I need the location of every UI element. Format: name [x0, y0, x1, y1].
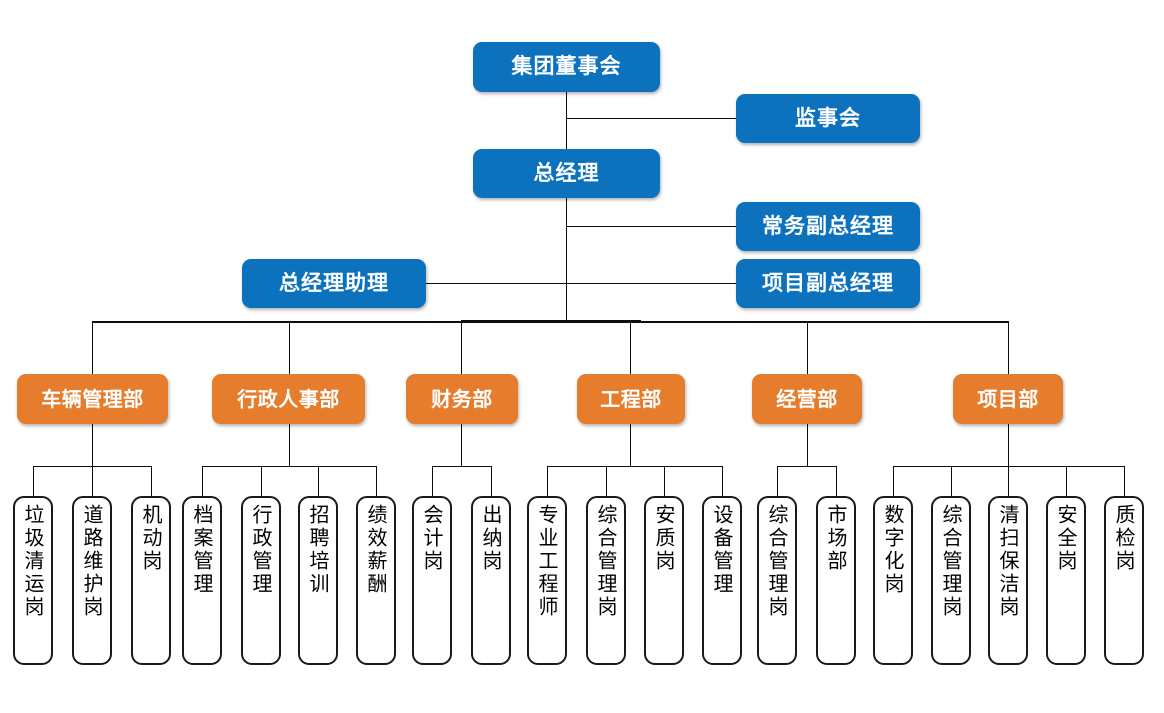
connector-leaf-1-1 [33, 466, 34, 497]
node-department-vehicle-management[interactable]: 车辆管理部 [17, 374, 168, 424]
node-department-admin-hr[interactable]: 行政人事部 [212, 374, 365, 424]
connector-gm-to-assistant [426, 283, 567, 284]
node-position-safety[interactable]: 安全岗 [1046, 496, 1086, 665]
connector-leaf-5-2 [836, 466, 837, 497]
connector-gm-down [566, 198, 567, 321]
connector-bus-to-dept-6 [1008, 321, 1009, 374]
connector-bus-to-dept-5 [807, 321, 808, 374]
connector-leaf-2-3 [318, 466, 319, 497]
node-position-equipment-management[interactable]: 设备管理 [702, 496, 742, 665]
node-position-marketing[interactable]: 市场部 [816, 496, 856, 665]
node-position-operations-general-management[interactable]: 综合管理岗 [757, 496, 797, 665]
connector-board-to-gm [566, 92, 567, 174]
connector-leaf-2-1 [202, 466, 203, 497]
node-gm-assistant[interactable]: 总经理助理 [242, 259, 426, 308]
connector-leaf-4-4 [722, 466, 723, 497]
connector-gm-to-exec-deputy [566, 226, 737, 227]
connector-leaf-6-4 [1066, 466, 1067, 497]
node-position-project-general-management[interactable]: 综合管理岗 [931, 496, 971, 665]
connector-bus-to-dept-2 [289, 321, 290, 374]
connector-bus-to-dept-1 [92, 321, 93, 374]
connector-gm-to-project-deputy [566, 283, 737, 284]
node-department-engineering[interactable]: 工程部 [577, 374, 685, 424]
node-project-deputy-gm[interactable]: 项目副总经理 [736, 259, 920, 308]
node-executive-deputy-gm[interactable]: 常务副总经理 [736, 202, 920, 251]
node-department-finance[interactable]: 财务部 [406, 374, 518, 424]
connector-leaf-3-2 [491, 466, 492, 497]
node-position-engineering-general-management[interactable]: 综合管理岗 [586, 496, 626, 665]
node-position-road-maintenance[interactable]: 道路维护岗 [72, 496, 112, 665]
connector-leaf-2-2 [261, 466, 262, 497]
sub-bus-dept-5 [777, 466, 837, 467]
connector-leaf-6-5 [1124, 466, 1125, 497]
connector-leaf-4-1 [547, 466, 548, 497]
connector-leaf-4-3 [664, 466, 665, 497]
connector-leaf-5-1 [777, 466, 778, 497]
connector-leaf-2-4 [376, 466, 377, 497]
connector-bus-to-dept-4 [630, 321, 631, 374]
node-supervisory-board[interactable]: 监事会 [736, 94, 920, 143]
node-position-cashier[interactable]: 出纳岗 [471, 496, 511, 665]
connector-leaf-1-3 [151, 466, 152, 497]
connector-dept-1-down [92, 424, 93, 467]
node-board[interactable]: 集团董事会 [473, 42, 660, 92]
node-position-performance-compensation[interactable]: 绩效薪酬 [356, 496, 396, 665]
connector-dept-3-down [461, 424, 462, 467]
connector-board-to-supervisory [566, 118, 737, 119]
node-position-cleaning-sanitation[interactable]: 清扫保洁岗 [988, 496, 1028, 665]
connector-dept-4-down [630, 424, 631, 467]
connector-leaf-6-3 [1008, 466, 1009, 497]
node-position-archive-management[interactable]: 档案管理 [182, 496, 222, 665]
connector-leaf-6-1 [893, 466, 894, 497]
connector-leaf-1-2 [92, 466, 93, 497]
connector-dept-6-down [1008, 424, 1009, 467]
department-bus-bar-emphasis [461, 320, 641, 323]
node-position-mobile-duty[interactable]: 机动岗 [131, 496, 171, 665]
sub-bus-dept-6 [893, 466, 1125, 467]
node-position-administration[interactable]: 行政管理 [241, 496, 281, 665]
node-general-manager[interactable]: 总经理 [473, 149, 660, 198]
connector-leaf-3-1 [432, 466, 433, 497]
sub-bus-dept-4 [547, 466, 723, 467]
connector-leaf-4-2 [606, 466, 607, 497]
connector-dept-5-down [807, 424, 808, 467]
node-position-professional-engineer[interactable]: 专业工程师 [527, 496, 567, 665]
connector-dept-2-down [289, 424, 290, 467]
node-position-quality-inspection[interactable]: 质检岗 [1104, 496, 1144, 665]
node-position-accounting[interactable]: 会计岗 [412, 496, 452, 665]
node-department-project[interactable]: 项目部 [953, 374, 1063, 424]
node-position-safety-quality[interactable]: 安质岗 [644, 496, 684, 665]
node-position-garbage-transport[interactable]: 垃圾清运岗 [13, 496, 53, 665]
connector-leaf-6-2 [951, 466, 952, 497]
node-position-digitalization[interactable]: 数字化岗 [873, 496, 913, 665]
node-position-recruitment-training[interactable]: 招聘培训 [298, 496, 338, 665]
sub-bus-dept-3 [432, 466, 492, 467]
sub-bus-dept-2 [202, 466, 377, 467]
connector-bus-to-dept-3 [461, 321, 462, 374]
node-department-operations[interactable]: 经营部 [752, 374, 862, 424]
